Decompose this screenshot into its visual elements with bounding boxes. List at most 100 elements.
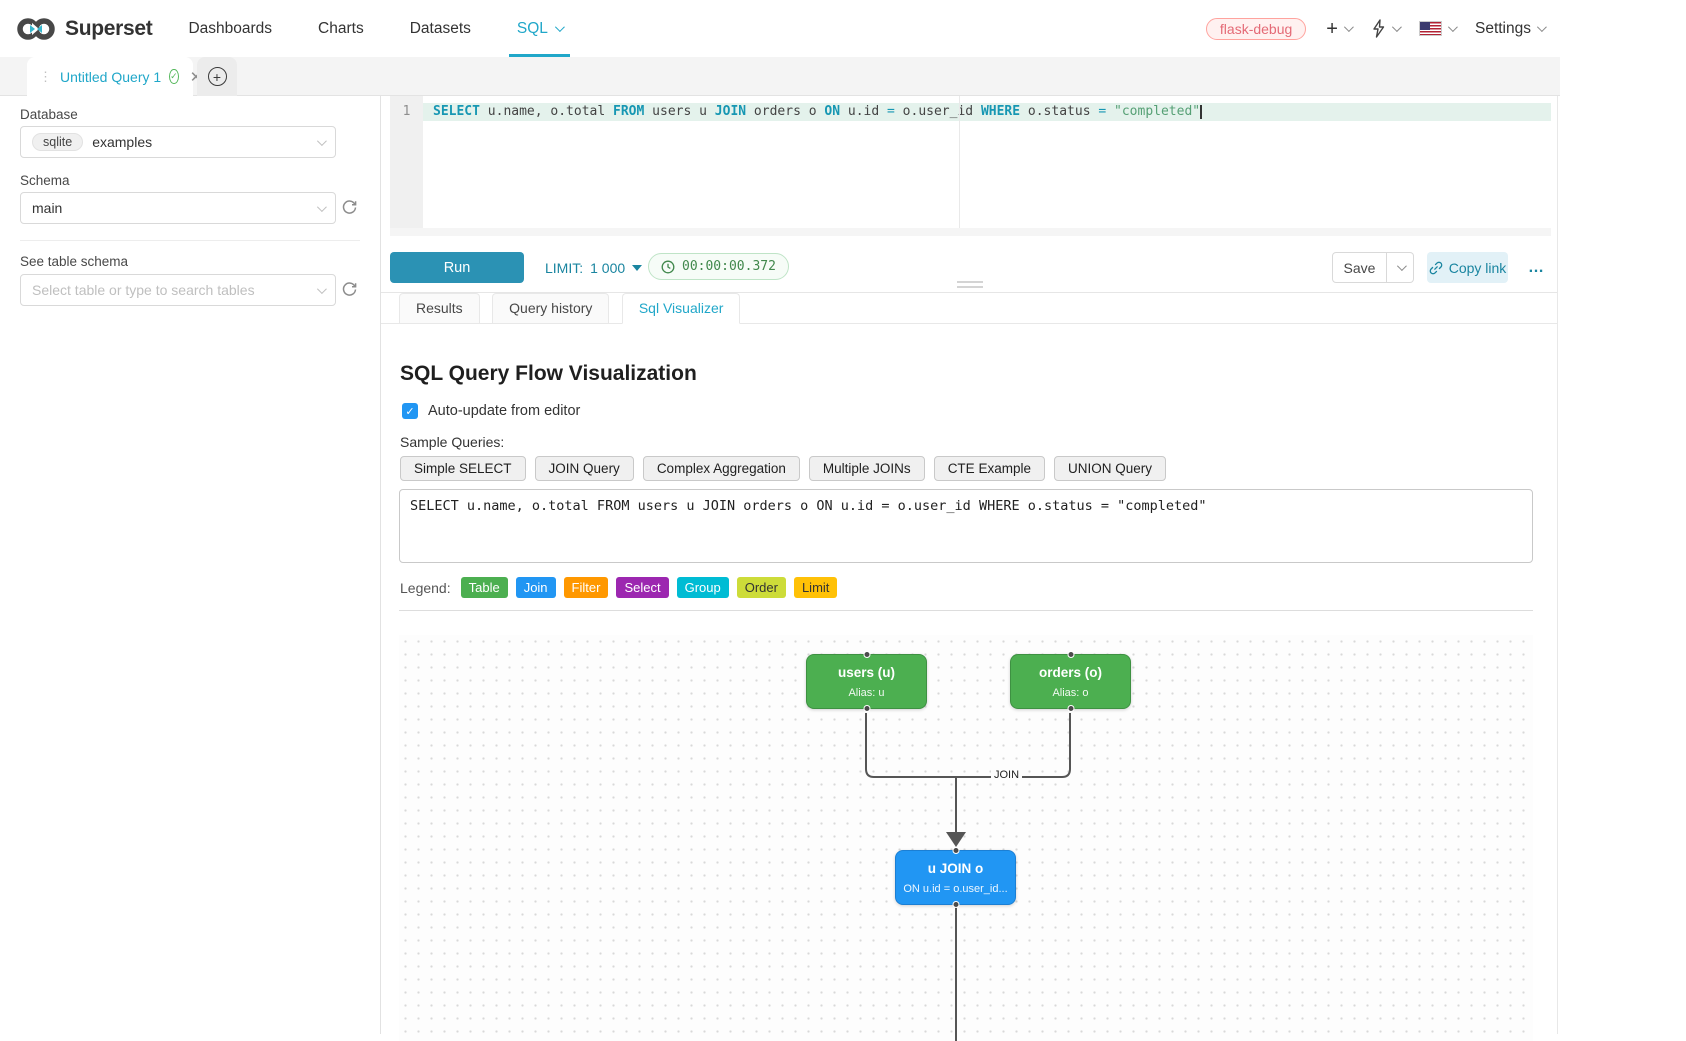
schema-select[interactable]: main xyxy=(20,192,336,224)
sql-token: users u xyxy=(644,104,714,119)
auto-update-checkbox-row[interactable]: ✓ Auto-update from editor xyxy=(402,403,580,419)
sample-query-button[interactable]: CTE Example xyxy=(934,456,1045,481)
copy-link-button[interactable]: Copy link xyxy=(1427,252,1508,283)
refresh-schemas-icon[interactable] xyxy=(341,199,358,216)
schema-label: Schema xyxy=(20,173,70,188)
tab-results[interactable]: Results xyxy=(399,293,480,324)
nav-item-datasets[interactable]: Datasets xyxy=(402,0,479,57)
south-pane-tabs: Results Query history Sql Visualizer xyxy=(399,293,1557,324)
node-handle[interactable] xyxy=(952,847,959,854)
timer-value: 00:00:00.372 xyxy=(682,259,776,274)
us-flag-icon xyxy=(1419,21,1442,36)
tab-sql-visualizer[interactable]: Sql Visualizer xyxy=(622,293,741,324)
add-tab-button[interactable]: + xyxy=(197,57,237,96)
tab-query-history[interactable]: Query history xyxy=(492,293,609,324)
settings-dropdown[interactable]: Settings xyxy=(1475,20,1544,38)
link-icon xyxy=(1429,261,1443,275)
new-item-dropdown[interactable]: + xyxy=(1326,19,1351,39)
navbar-right: flask-debug + Settings xyxy=(1206,0,1544,57)
sql-token: WHERE xyxy=(981,104,1020,119)
sql-token: "completed" xyxy=(1114,104,1200,119)
query-tab-active[interactable]: ⋮ Untitled Query 1 ✓ ✕ xyxy=(27,57,193,96)
legend-badge-filter: Filter xyxy=(564,577,609,598)
table-select[interactable]: Select table or type to search tables xyxy=(20,274,336,306)
chevron-down-icon xyxy=(1448,22,1458,32)
nav-item-dashboards[interactable]: Dashboards xyxy=(180,0,280,57)
node-handle[interactable] xyxy=(1067,705,1074,712)
node-handle[interactable] xyxy=(1067,651,1074,658)
language-dropdown[interactable] xyxy=(1419,21,1455,36)
sql-token: o.user_id xyxy=(895,104,981,119)
main-nav: Dashboards Charts Datasets SQL xyxy=(180,0,569,57)
divider xyxy=(399,610,1533,611)
plus-circle-icon: + xyxy=(208,67,227,86)
sqllab-sidebar: Database sqlite examples Schema main See… xyxy=(0,96,381,1034)
legend-badge-join: Join xyxy=(516,577,556,598)
nav-item-charts[interactable]: Charts xyxy=(310,0,372,57)
legend-badge-limit: Limit xyxy=(794,577,837,598)
sample-query-button[interactable]: Simple SELECT xyxy=(400,456,526,481)
limit-value: 1 000 xyxy=(590,260,625,276)
clock-icon xyxy=(661,260,675,274)
sql-token: u.id xyxy=(840,104,887,119)
checkbox-checked-icon[interactable]: ✓ xyxy=(402,403,418,419)
table-schema-label: See table schema xyxy=(20,254,128,269)
legend-badge-group: Group xyxy=(677,577,729,598)
flow-node-join[interactable]: u JOIN o ON u.id = o.user_id... xyxy=(895,850,1016,905)
sample-query-button[interactable]: Multiple JOINs xyxy=(809,456,925,481)
sql-token: o.status xyxy=(1020,104,1098,119)
schema-value: main xyxy=(32,200,62,216)
pane-drag-handle[interactable] xyxy=(957,281,983,291)
sample-query-buttons: Simple SELECT JOIN Query Complex Aggregati… xyxy=(400,456,1166,481)
chevron-down-icon xyxy=(317,202,327,212)
database-engine-badge: sqlite xyxy=(32,133,83,151)
node-handle[interactable] xyxy=(863,705,870,712)
save-button[interactable]: Save xyxy=(1332,252,1387,283)
query-search-dropdown[interactable] xyxy=(1371,19,1399,38)
save-options-button[interactable] xyxy=(1387,252,1414,283)
nav-item-sql[interactable]: SQL xyxy=(509,0,570,57)
flow-node-users[interactable]: users (u) Alias: u xyxy=(806,654,927,709)
limit-dropdown[interactable]: LIMIT: 1 000 xyxy=(545,252,642,283)
line-number: 1 xyxy=(390,103,423,121)
node-handle[interactable] xyxy=(952,901,959,908)
superset-brand[interactable]: Superset xyxy=(16,16,152,42)
text-cursor xyxy=(1200,105,1202,119)
south-pane: Results Query history Sql Visualizer SQL… xyxy=(381,292,1557,1034)
more-menu-button[interactable]: … xyxy=(1528,252,1545,283)
sample-queries-label: Sample Queries: xyxy=(400,434,504,450)
flow-node-orders[interactable]: orders (o) Alias: o xyxy=(1010,654,1131,709)
sidebar-divider xyxy=(20,240,360,241)
node-handle[interactable] xyxy=(863,651,870,658)
legend-badge-table: Table xyxy=(461,577,508,598)
environment-badge: flask-debug xyxy=(1206,18,1306,40)
chevron-down-icon xyxy=(1392,22,1402,32)
sample-query-button[interactable]: JOIN Query xyxy=(535,456,634,481)
legend-badge-order: Order xyxy=(737,577,786,598)
sample-query-button[interactable]: UNION Query xyxy=(1054,456,1166,481)
run-button[interactable]: Run xyxy=(390,252,524,283)
chevron-down-icon xyxy=(1537,22,1547,32)
query-timer: 00:00:00.372 xyxy=(648,253,789,280)
chevron-down-icon xyxy=(555,22,565,32)
refresh-tables-icon[interactable] xyxy=(341,281,358,298)
sql-token: FROM xyxy=(613,104,644,119)
sample-query-button[interactable]: Complex Aggregation xyxy=(643,456,800,481)
chevron-down-icon xyxy=(1344,22,1354,32)
editor-resize-strip[interactable] xyxy=(390,228,1551,236)
table-select-placeholder: Select table or type to search tables xyxy=(32,282,255,298)
sqllab-main: 1 SELECT u.name, o.total FROM users u JO… xyxy=(381,96,1558,1034)
database-label: Database xyxy=(20,107,78,122)
sql-editor[interactable]: 1 SELECT u.name, o.total FROM users u JO… xyxy=(390,96,1551,228)
legend-badge-select: Select xyxy=(616,577,668,598)
flow-canvas[interactable]: JOIN users (u) Alias: u orders (o) Alias… xyxy=(399,635,1533,1041)
print-margin-line xyxy=(959,96,960,228)
sql-token: SELECT xyxy=(433,104,480,119)
sql-code-line[interactable]: SELECT u.name, o.total FROM users u JOIN… xyxy=(423,103,1551,121)
database-select[interactable]: sqlite examples xyxy=(20,126,336,158)
flow-edges xyxy=(399,635,1533,1041)
query-text-input[interactable]: SELECT u.name, o.total FROM users u JOIN… xyxy=(399,489,1533,563)
saved-check-icon: ✓ xyxy=(169,69,179,84)
save-split-button: Save xyxy=(1332,252,1414,283)
drag-handle-icon[interactable]: ⋮ xyxy=(39,69,52,85)
